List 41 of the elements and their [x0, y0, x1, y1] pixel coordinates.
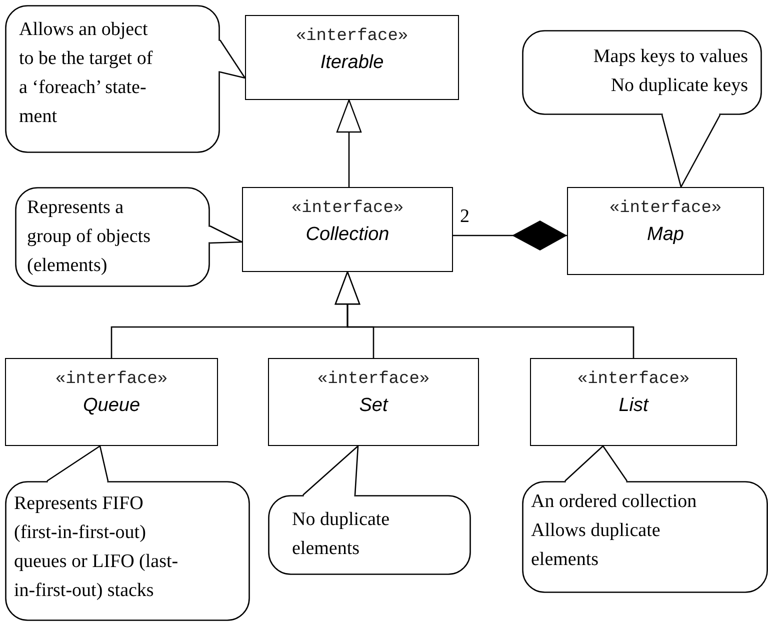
stereotype-label: «interface» [294, 26, 410, 48]
interface-name: Map [646, 223, 685, 247]
note-callout [522, 30, 762, 115]
interface-name: List [618, 394, 650, 418]
note-callout [15, 187, 210, 287]
composition-connector [453, 220, 567, 250]
callout-pointer [219, 39, 246, 79]
interface-name: Collection [304, 223, 390, 247]
stereotype-label: «interface» [316, 369, 431, 391]
callout-pointer [661, 114, 721, 188]
stereotype-label: «interface» [576, 369, 691, 391]
callout-pointer [302, 445, 359, 496]
note-text: An ordered collection [531, 490, 698, 514]
note-text: No duplicate elements [292, 508, 391, 561]
stereotype-label: «interface» [608, 198, 723, 220]
interface-name: Set [358, 394, 390, 418]
note-text: Maps keys to values [592, 45, 748, 69]
generalization-arrow [334, 271, 634, 358]
note-callout [5, 481, 250, 621]
note-text: Represents a group of objects (elements) [27, 196, 152, 278]
interface-box [245, 15, 459, 100]
interface-name: Queue [82, 394, 142, 418]
stereotype-label: «interface» [54, 369, 169, 391]
note-text: Allows duplicate elements [531, 519, 662, 572]
interface-box [268, 358, 479, 446]
note-callout [5, 5, 220, 153]
interface-box [567, 187, 764, 275]
note-text: Represents FIFO (first-in-first-out) queues or LIFO (last- in-first-out) stacks [14, 492, 180, 603]
interface-box [242, 187, 453, 272]
callout-pointer [564, 445, 628, 482]
note-callout [268, 495, 471, 575]
interface-box [5, 358, 218, 446]
note-callout [522, 481, 768, 593]
note-text: No duplicate keys [610, 74, 748, 98]
note-text: Allows an object to be the target of a ‘foreach’ state- ment [19, 18, 154, 129]
callout-pointer [46, 445, 109, 482]
generalization-arrow [336, 99, 362, 187]
callout-pointer [209, 225, 243, 244]
stereotype-label: «interface» [290, 198, 405, 220]
interface-box [530, 358, 737, 446]
interface-name: Iterable [319, 51, 385, 75]
